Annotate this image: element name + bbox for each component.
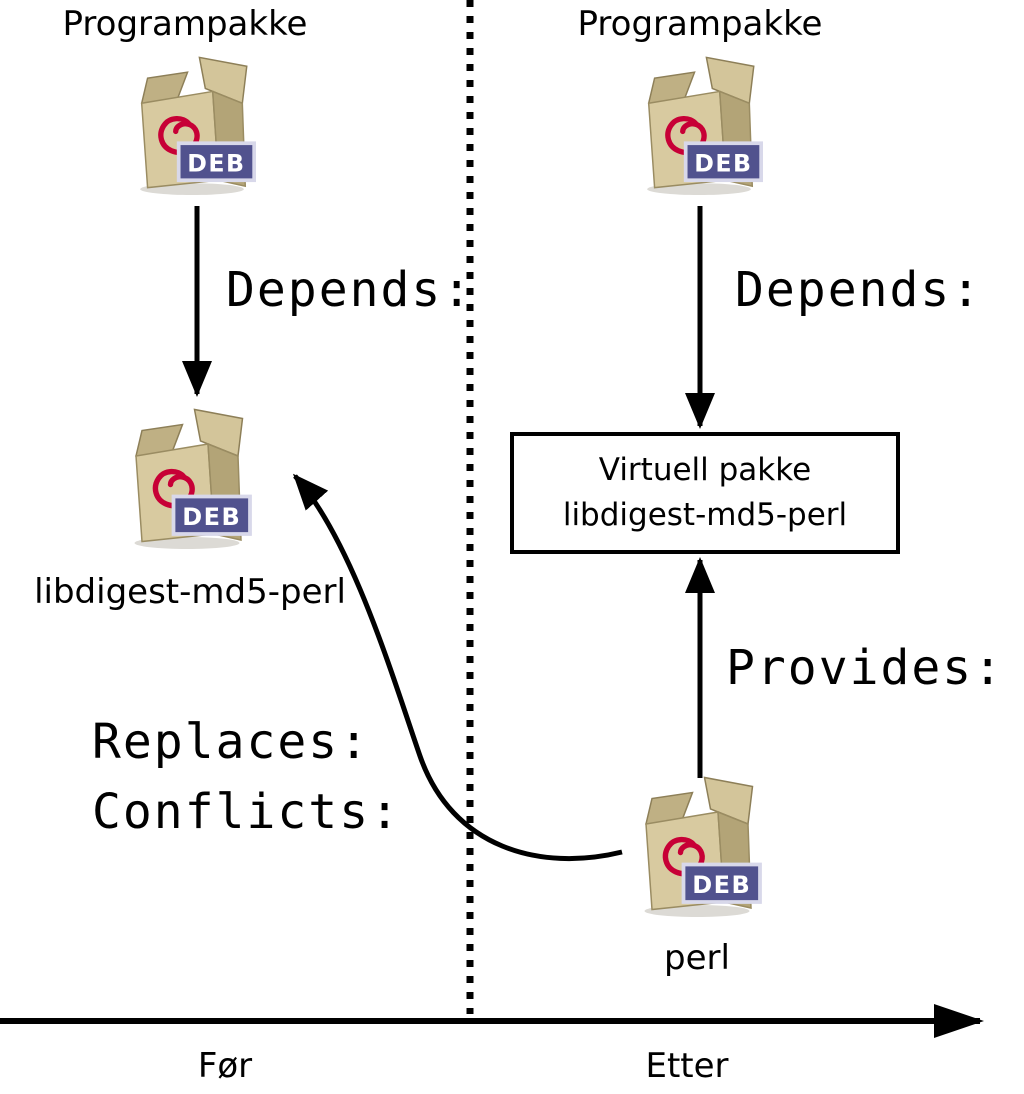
program-package-label-left: Programpakke: [62, 4, 308, 44]
program-package-label-right: Programpakke: [577, 4, 823, 44]
deb-badge-label: DEB: [694, 149, 752, 177]
deb-package-icon: DEB: [625, 50, 773, 198]
deb-badge-label: DEB: [182, 503, 241, 531]
after-label: Etter: [645, 1046, 729, 1086]
perl-package-label: perl: [664, 938, 730, 978]
provides-label: Provides:: [726, 640, 1005, 696]
virtual-package-line2: libdigest-md5-perl: [562, 497, 848, 533]
replaces-label: Replaces:: [92, 714, 371, 770]
deb-package-icon: DEB: [622, 770, 772, 920]
deb-package-icon: DEB: [118, 50, 266, 198]
conflicts-label: Conflicts:: [92, 784, 401, 840]
deb-badge-label: DEB: [187, 149, 245, 177]
virtual-package-box: Virtuell pakke libdigest-md5-perl: [510, 432, 900, 554]
before-label: Før: [197, 1046, 253, 1086]
replaces-conflicts-arrow: [293, 473, 623, 861]
virtual-package-line1: Virtuell pakke: [598, 452, 812, 489]
deb-package-icon: DEB: [112, 402, 262, 552]
deb-badge-label: DEB: [692, 871, 751, 899]
libdigest-package-label: libdigest-md5-perl: [34, 572, 346, 612]
depends-label-right: Depends:: [735, 262, 983, 318]
depends-label-left: Depends:: [226, 262, 474, 318]
